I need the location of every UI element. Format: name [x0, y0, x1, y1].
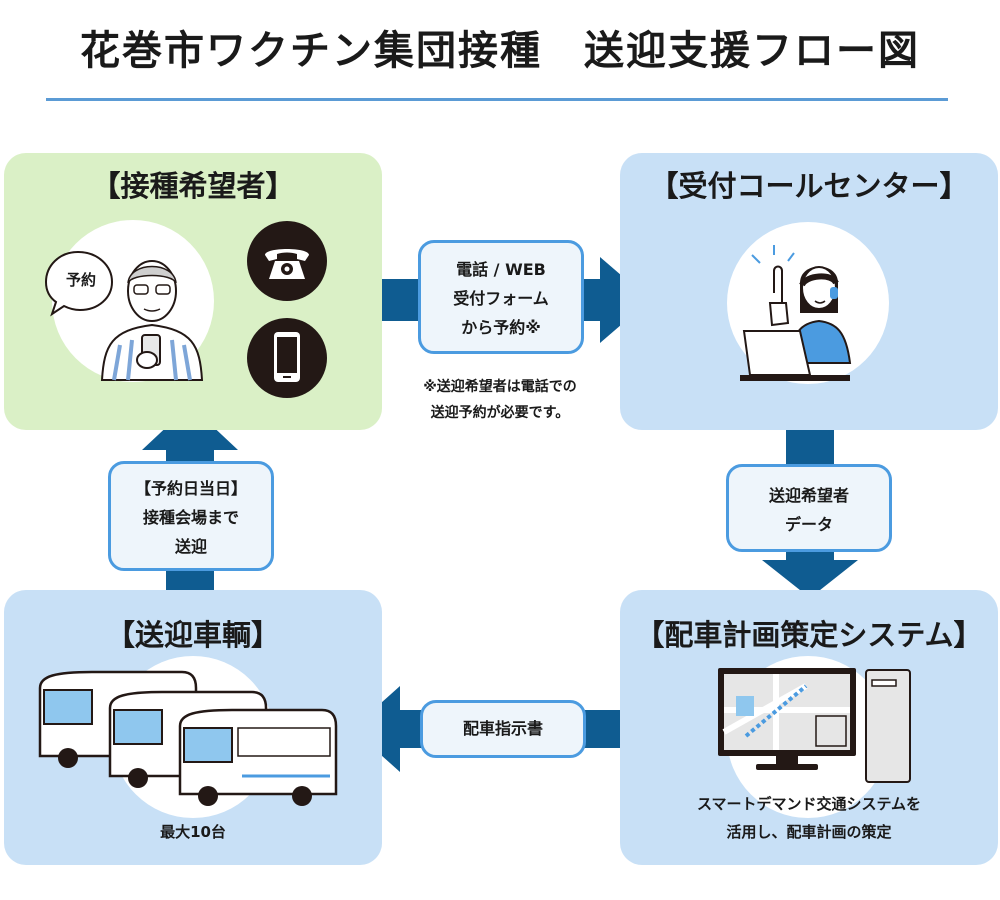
telephone-icon [247, 221, 327, 301]
computer-map-icon [718, 668, 911, 783]
edge-dispatch-order-label: 配車指示書 [420, 700, 586, 758]
edge-transport-label: 【予約日当日】 接種会場まで 送迎 [108, 461, 274, 571]
edge-reservation-label: 電話 / WEB 受付フォーム から予約※ [418, 240, 584, 354]
note-line1: ※送迎希望者は電話での [423, 379, 577, 395]
edge-data-line2: データ [784, 515, 833, 534]
edge-dispatch-order-line1: 配車指示書 [462, 719, 543, 738]
dispatch-system-title: 【配車計画策定システム】 [635, 618, 983, 652]
edge-reservation-line2: 受付フォーム [453, 289, 549, 308]
smartphone-icon [247, 318, 327, 398]
title-underline [46, 98, 948, 101]
person-with-phone-icon [100, 260, 204, 381]
applicant-title: 【接種希望者】 [91, 169, 295, 203]
speech-bubble-icon [44, 250, 114, 317]
dispatch-system-panel: 【配車計画策定システム】 スマートデマンド交通システムを 活用し、配車計画の策定 [620, 590, 998, 865]
edge-transport-line2: 接種会場まで [142, 508, 239, 527]
speech-text: 予約 [65, 271, 96, 289]
vehicles-title: 【送迎車輌】 [105, 618, 280, 652]
edge-reservation-line1: 電話 / WEB [456, 260, 546, 279]
applicant-panel: 【接種希望者】 予約 [4, 153, 382, 430]
note-line2: 送迎予約が必要です。 [430, 405, 570, 421]
call-center-title: 【受付コールセンター】 [649, 169, 969, 203]
page-title: 花巻市ワクチン集団接種 送迎支援フロー図 [80, 28, 920, 74]
edge-reservation-line3: から予約※ [461, 318, 541, 337]
operator-icon [740, 245, 852, 381]
edge-data-label: 送迎希望者 データ [726, 464, 892, 552]
dispatch-caption-line2: 活用し、配車計画の策定 [726, 823, 892, 841]
dispatch-caption-line1: スマートデマンド交通システムを [696, 795, 922, 813]
vehicles-caption: 最大10台 [160, 823, 226, 841]
vehicles-panel: 【送迎車輌】 最大10台 [4, 590, 382, 865]
buses-icon [38, 670, 338, 806]
edge-transport-line3: 送迎 [174, 537, 207, 556]
edge-transport-line1: 【予約日当日】 [134, 479, 247, 498]
edge-data-line1: 送迎希望者 [768, 486, 849, 505]
call-center-panel: 【受付コールセンター】 [620, 153, 998, 430]
